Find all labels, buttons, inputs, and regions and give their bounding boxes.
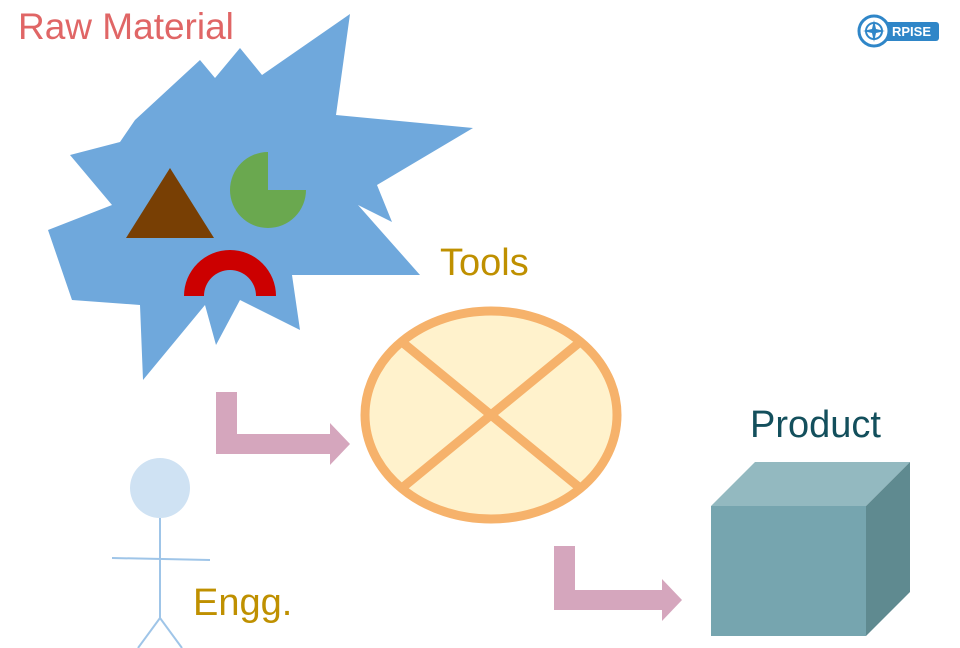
cube-front-face: [711, 506, 866, 636]
logo-badge: [875, 22, 939, 41]
cube-top-face: [711, 462, 910, 506]
arch-shape: [184, 250, 276, 296]
page-title: Raw Material: [18, 6, 234, 47]
tools-cross-line: [399, 338, 583, 492]
rpise-logo: RPISE: [857, 14, 939, 48]
tools-label: Tools: [440, 242, 529, 284]
triangle-shape: [126, 168, 214, 238]
product-cube: [711, 462, 910, 636]
engineer-left-leg: [137, 617, 161, 648]
pie-shape: [230, 152, 306, 228]
engineer-arms: [111, 557, 211, 561]
engineer-head: [130, 458, 190, 518]
compass-icon: [863, 20, 885, 42]
cube-side-face: [866, 462, 910, 636]
engineer-right-leg: [159, 617, 183, 648]
product-label: Product: [750, 404, 881, 446]
arrow-to-product: [554, 546, 682, 621]
tools-symbol: [360, 306, 622, 524]
engineer-figure: [111, 458, 211, 648]
engineer-label: Engg.: [193, 582, 293, 624]
logo-text: RPISE: [892, 24, 931, 39]
arrow-to-tools: [216, 392, 350, 465]
